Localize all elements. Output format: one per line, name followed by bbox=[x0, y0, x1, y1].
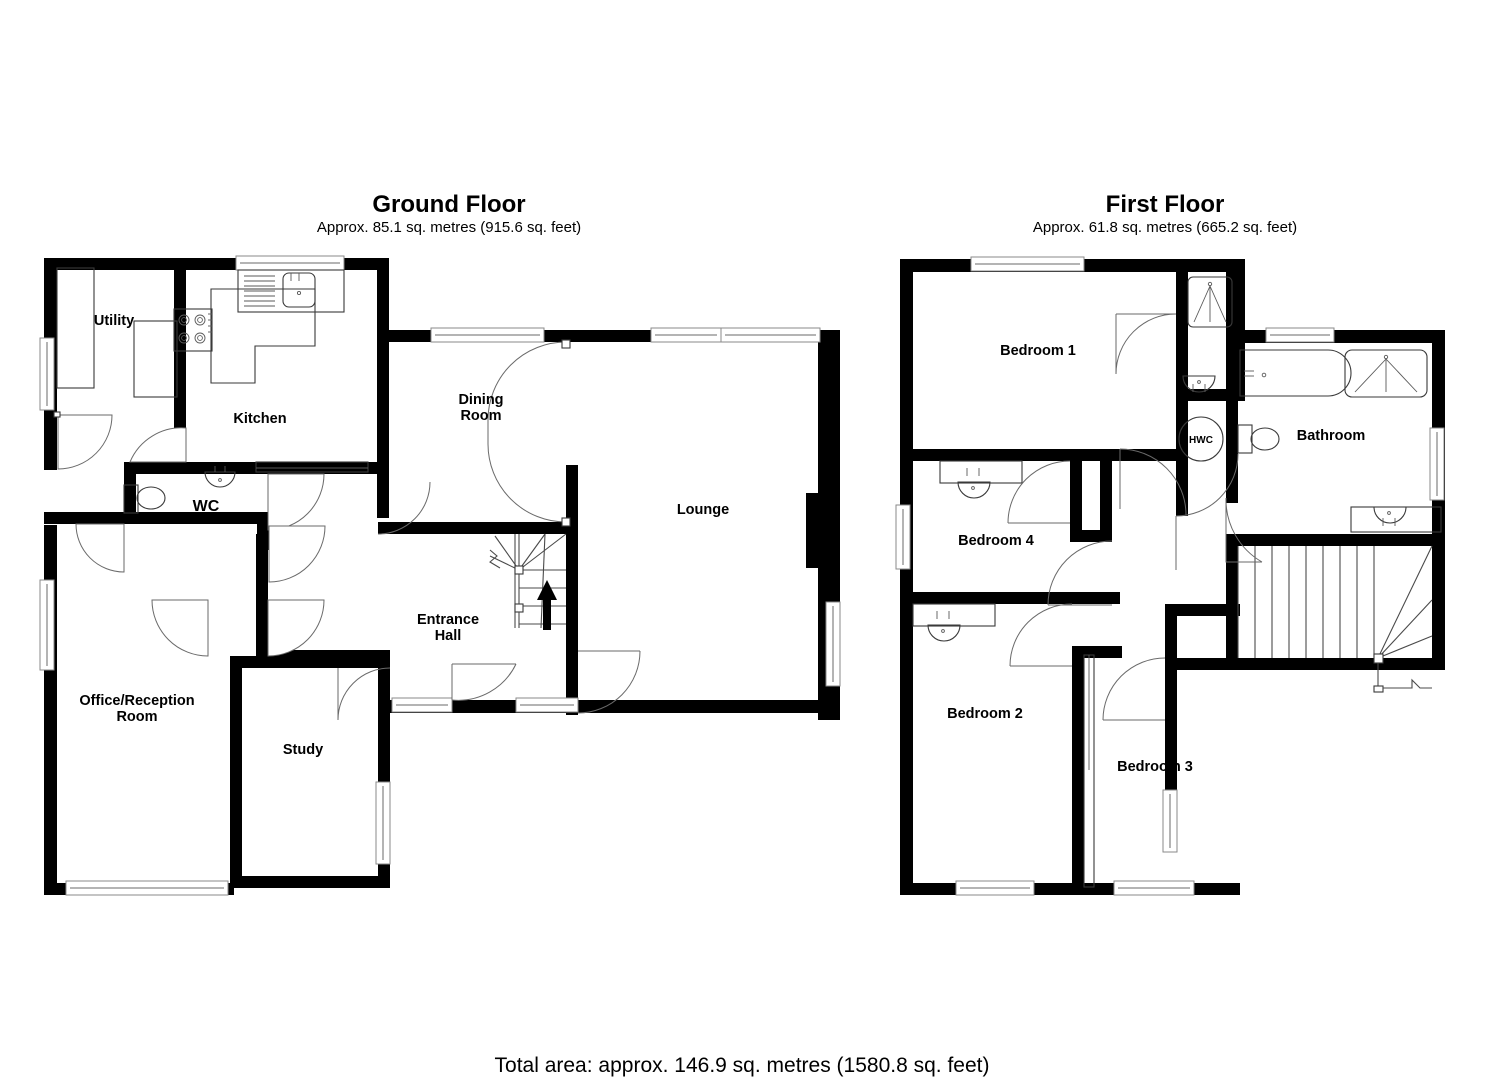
door-airing-cupboard bbox=[1175, 453, 1239, 570]
room-label-bathroom: Bathroom bbox=[1297, 428, 1365, 444]
bedroom4-basin-icon bbox=[939, 460, 1023, 499]
first-floor-doors bbox=[1007, 313, 1263, 888]
room-label-entrance-hall-line2: Hall bbox=[435, 628, 462, 644]
bedroom2-basin-icon bbox=[912, 603, 996, 642]
bathroom-fixtures bbox=[912, 276, 1442, 642]
room-label-bedroom-3: Bedroom 3 bbox=[1117, 759, 1193, 775]
first-floor-title: First Floor bbox=[1106, 191, 1225, 218]
door-wc bbox=[268, 525, 326, 583]
room-label-bedroom-2: Bedroom 2 bbox=[947, 706, 1023, 722]
window-bedroom4-left bbox=[895, 504, 911, 570]
door-hall-lounge bbox=[577, 650, 641, 714]
window-lounge-top bbox=[650, 327, 821, 343]
ensuite-shower-icon bbox=[1187, 276, 1233, 328]
ground-floor-walls bbox=[44, 258, 840, 895]
hob-icon bbox=[173, 308, 213, 352]
first-floor-plan: Bedroom 1 Bedroom 4 Bedroom 2 Bedroom 3 … bbox=[895, 256, 1445, 899]
window-bedroom3-right bbox=[1162, 789, 1178, 853]
ground-floor-subtitle: Approx. 85.1 sq. metres (915.6 sq. feet) bbox=[317, 219, 581, 236]
window-bedroom3-bottom bbox=[1113, 880, 1195, 896]
window-bedroom1-top bbox=[970, 256, 1085, 272]
draining-board-icon bbox=[244, 275, 275, 307]
ground-floor-title: Ground Floor bbox=[372, 191, 525, 218]
door-dining-hall bbox=[377, 481, 431, 535]
wc-basin-icon bbox=[204, 466, 236, 488]
room-label-entrance-hall-line1: Entrance bbox=[417, 612, 479, 628]
door-entrance-front bbox=[451, 663, 517, 701]
door-utility-external bbox=[53, 411, 113, 470]
window-hall-front-left bbox=[391, 697, 453, 713]
room-label-study: Study bbox=[283, 742, 323, 758]
door-bedroom3 bbox=[1102, 657, 1166, 721]
wc-fixtures bbox=[123, 466, 236, 514]
room-label-dining-room-line2: Room bbox=[460, 408, 501, 424]
window-lounge-right bbox=[825, 601, 841, 687]
door-bedroom1-landing bbox=[1119, 448, 1187, 516]
window-office-left bbox=[39, 579, 55, 671]
window-bathroom-top bbox=[1265, 327, 1335, 343]
room-label-lounge: Lounge bbox=[677, 502, 729, 518]
room-label-wc: WC bbox=[193, 498, 220, 515]
room-label-office-reception-line2: Room bbox=[116, 709, 157, 725]
landing-basin-icon bbox=[1182, 375, 1216, 393]
wc-toilet-icon bbox=[123, 484, 166, 514]
door-bathroom bbox=[1225, 497, 1263, 563]
door-study bbox=[267, 599, 325, 657]
window-bedroom2-bottom bbox=[955, 880, 1035, 896]
window-dining-top bbox=[430, 327, 545, 343]
staircase-ground bbox=[489, 533, 567, 630]
room-label-utility: Utility bbox=[94, 313, 134, 329]
door-bedroom4-cupboard bbox=[1007, 460, 1071, 524]
window-utility-left bbox=[39, 337, 55, 411]
door-utility-kitchen bbox=[129, 427, 187, 463]
kitchen-fixtures bbox=[56, 267, 369, 473]
bathroom-toilet-icon bbox=[1237, 424, 1280, 454]
room-label-hwc: HWC bbox=[1189, 435, 1213, 446]
door-office-hall bbox=[151, 599, 209, 657]
room-label-bedroom-1: Bedroom 1 bbox=[1000, 343, 1076, 359]
room-label-office-reception-line1: Office/Reception bbox=[79, 693, 194, 709]
door-bedroom1 bbox=[1115, 313, 1177, 375]
room-label-kitchen: Kitchen bbox=[233, 411, 286, 427]
window-kitchen-top bbox=[235, 255, 345, 271]
bath-icon bbox=[1239, 349, 1352, 397]
bedroom3-cupboard bbox=[1083, 654, 1095, 888]
ground-floor-doors bbox=[53, 339, 641, 721]
bathroom-basin-icon bbox=[1350, 506, 1442, 533]
staircase-first bbox=[1237, 545, 1433, 693]
door-dining-lounge bbox=[487, 339, 571, 527]
total-area-label: Total area: approx. 146.9 sq. metres (15… bbox=[495, 1054, 990, 1077]
stairs-up-arrow-icon bbox=[537, 580, 557, 630]
room-label-dining-room-line1: Dining bbox=[458, 392, 503, 408]
room-label-bedroom-4: Bedroom 4 bbox=[958, 533, 1034, 549]
window-hall-front-right bbox=[515, 697, 579, 713]
window-study-right bbox=[375, 781, 391, 865]
window-office-bottom bbox=[65, 880, 229, 896]
window-bathroom-right bbox=[1429, 427, 1445, 501]
first-floor-subtitle: Approx. 61.8 sq. metres (665.2 sq. feet) bbox=[1033, 219, 1297, 236]
first-floor-windows bbox=[895, 256, 1445, 896]
sink-icon bbox=[282, 272, 316, 308]
door-wc-office bbox=[75, 523, 125, 573]
ground-floor-plan: Utility Kitchen WC Dining Room Lounge En… bbox=[39, 255, 841, 900]
hwc-cylinder-icon bbox=[1178, 416, 1224, 462]
shower-icon bbox=[1344, 349, 1428, 398]
door-study-inner bbox=[337, 667, 391, 721]
ground-floor-windows bbox=[39, 255, 841, 896]
door-bedroom2 bbox=[1009, 603, 1073, 667]
